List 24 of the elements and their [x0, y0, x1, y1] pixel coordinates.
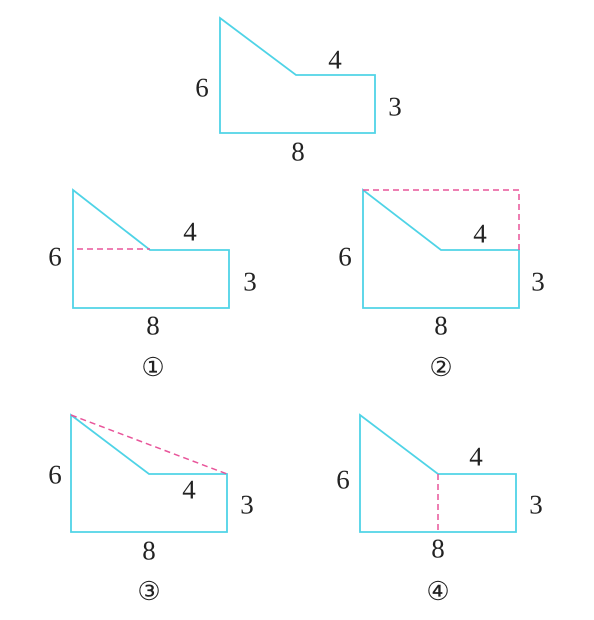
dimension-label: 8 [431, 536, 445, 562]
dimension-label: 6 [195, 74, 209, 102]
dimension-label: 8 [291, 138, 305, 166]
figure-number: ③ [137, 579, 161, 605]
dimension-label: 4 [182, 476, 196, 504]
dimension-label: 3 [388, 94, 402, 120]
dimension-label: 4 [328, 46, 342, 74]
dimension-label: 8 [434, 312, 448, 340]
dimension-label: 4 [469, 444, 483, 470]
dimension-label: 6 [48, 462, 62, 488]
dimension-label: 8 [142, 538, 156, 564]
dimension-label: 6 [336, 466, 350, 494]
figure-number: ② [429, 355, 453, 381]
dimension-label: 3 [240, 492, 254, 518]
dimension-label: 4 [473, 220, 487, 248]
dimension-label: 6 [338, 244, 352, 270]
figure-number: ① [141, 355, 165, 381]
dimension-label: 6 [48, 244, 62, 270]
figure-number: ④ [426, 579, 450, 605]
dimension-label: 3 [243, 268, 257, 296]
dimension-label: 3 [531, 268, 545, 296]
dimension-label: 3 [529, 492, 543, 518]
dimension-label: 4 [183, 218, 197, 246]
dimension-label: 8 [146, 312, 160, 340]
